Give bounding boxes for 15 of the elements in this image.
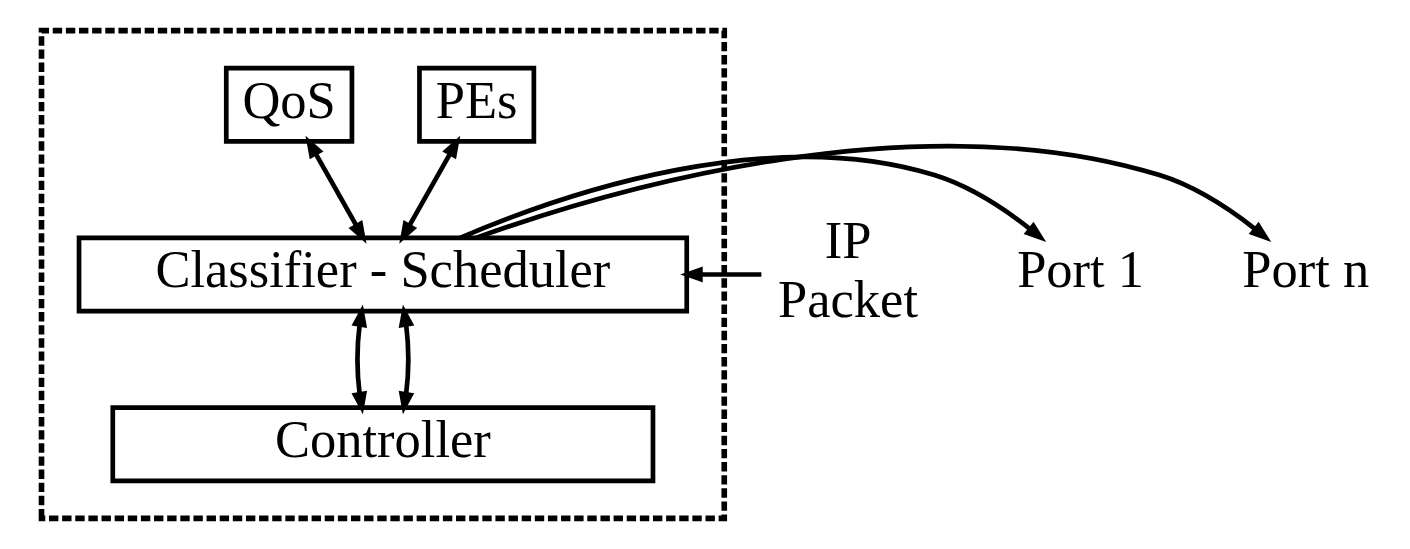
node-box: Controller <box>109 405 655 484</box>
arrow <box>398 135 460 244</box>
node-text: Port 1 <box>1016 240 1144 299</box>
arrow <box>474 144 1271 242</box>
arrow <box>458 154 1046 242</box>
arrow <box>679 266 761 283</box>
arrow <box>351 304 367 415</box>
node-text: Port n <box>1241 240 1369 299</box>
arrow <box>398 304 414 415</box>
node-box: QoS <box>223 65 354 144</box>
node-box: Classifier - Scheduler <box>76 235 689 314</box>
cluster <box>38 27 727 522</box>
arrow <box>305 135 366 244</box>
node-text: IP Packet <box>777 211 918 328</box>
node-box: PEs <box>416 65 536 144</box>
